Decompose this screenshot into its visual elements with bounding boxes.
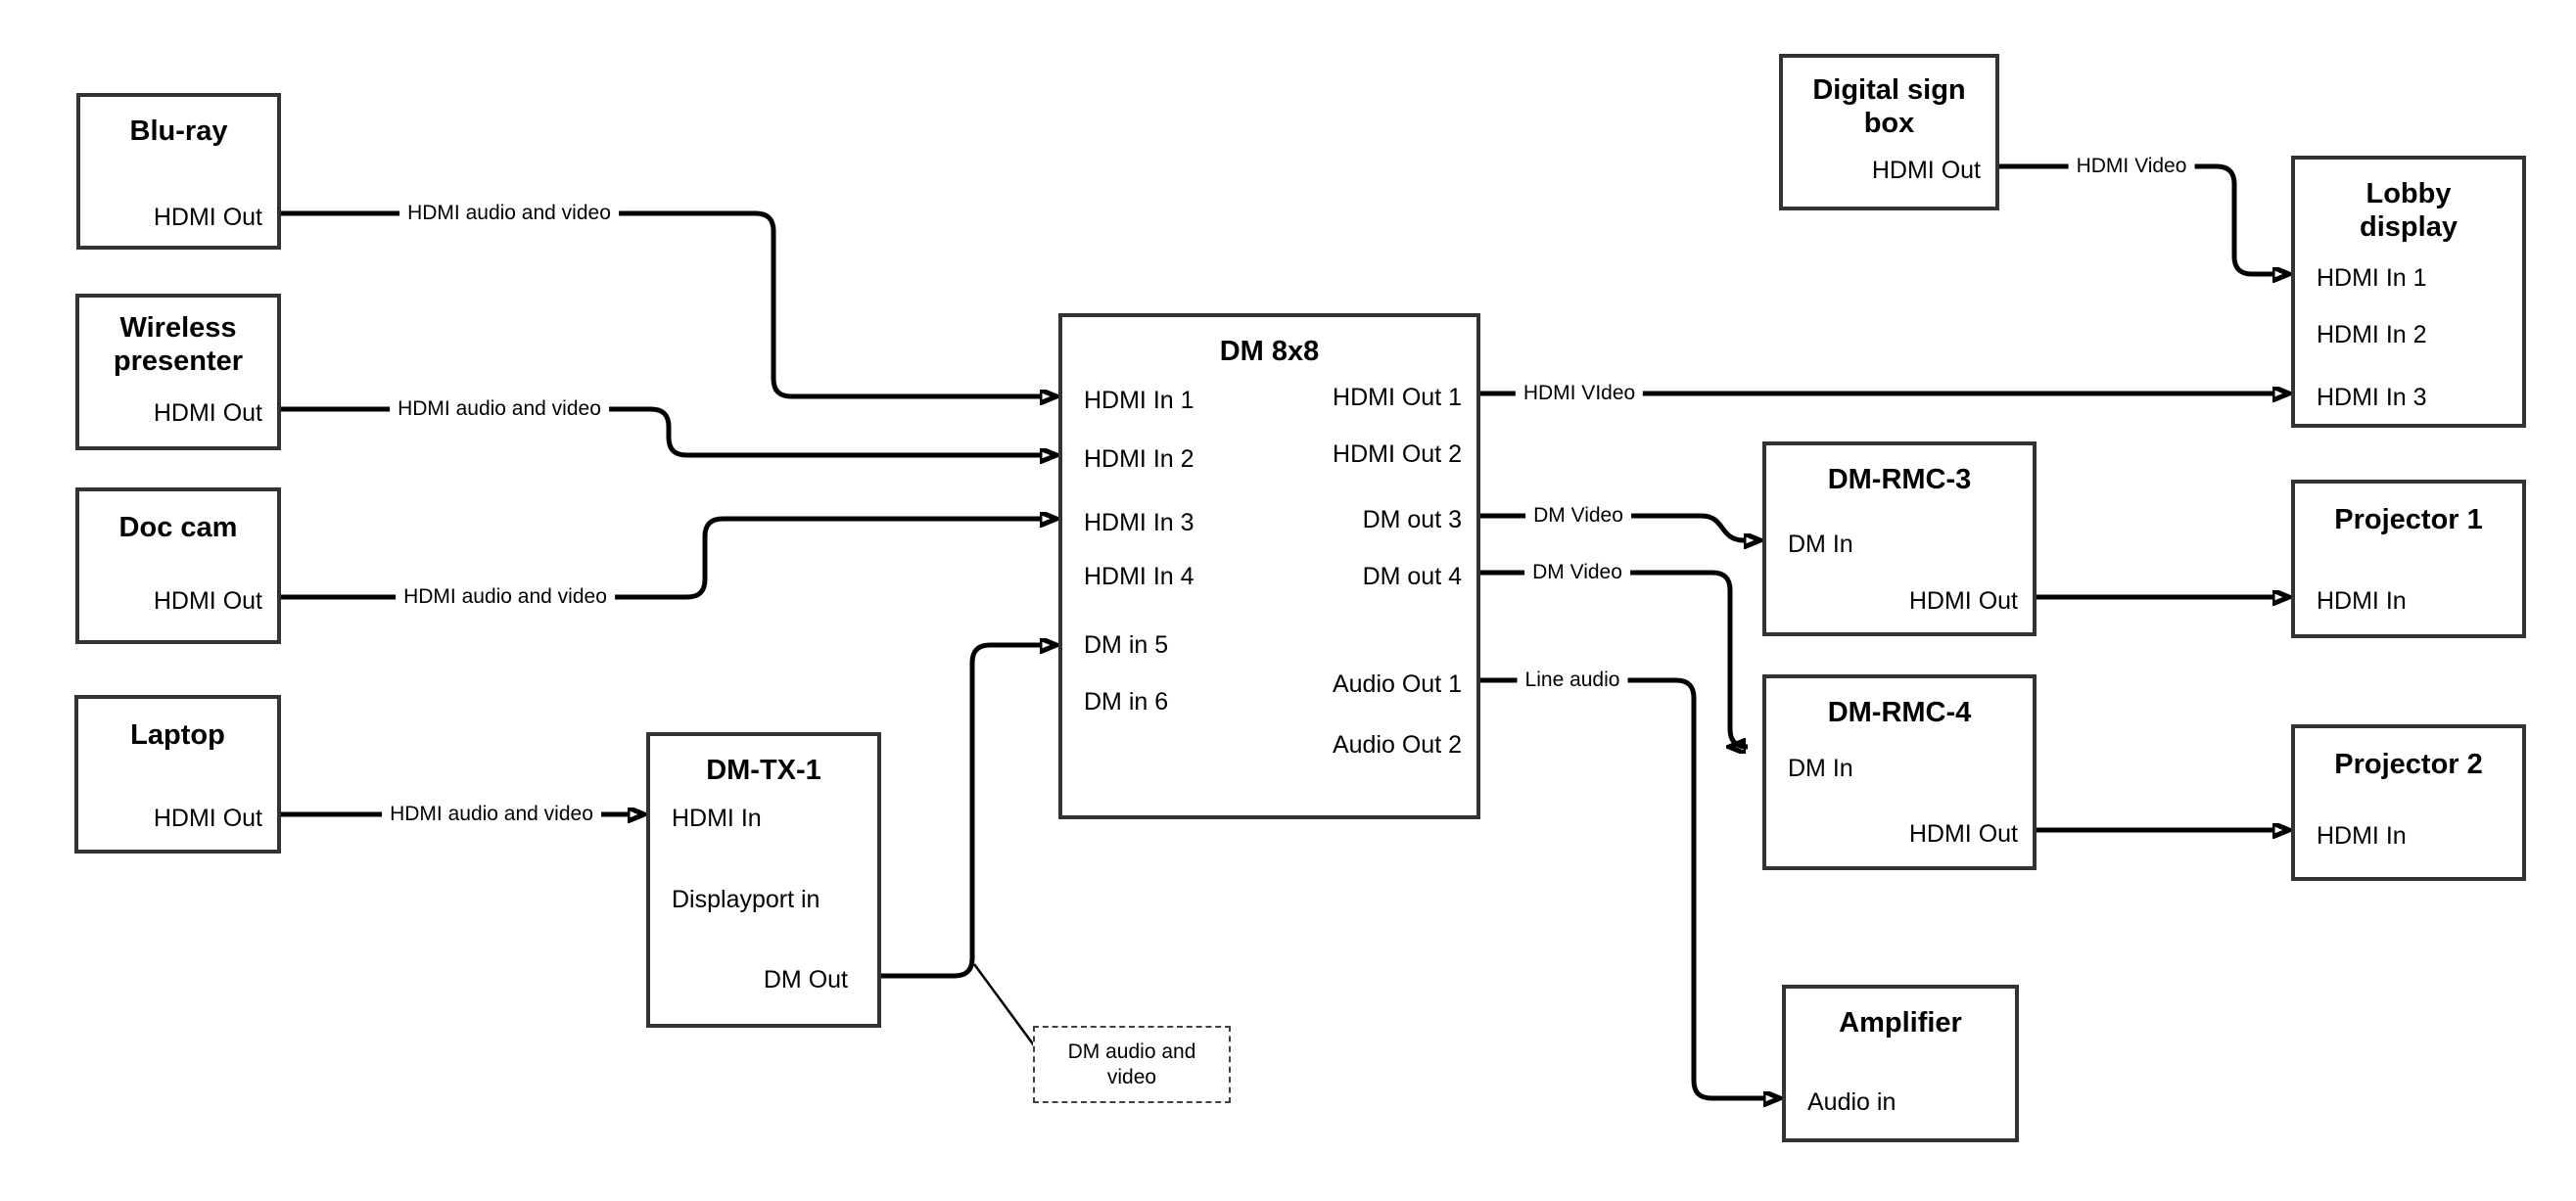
callout-dm-audio-and-video: DM audio and video bbox=[1033, 1026, 1231, 1103]
edge-label-hdmi-audio-video-wireless: HDMI audio and video bbox=[390, 396, 609, 422]
port-hdmi-in-2: HDMI In 2 bbox=[1084, 445, 1194, 473]
port-dm-in-6: DM in 6 bbox=[1084, 688, 1169, 716]
node-title: Digital sign box bbox=[1812, 74, 1966, 139]
edge-digitalsign-to-lobby-in1 bbox=[1999, 163, 2272, 274]
edge-label-hdmi-audio-video-bluray: HDMI audio and video bbox=[399, 201, 619, 226]
node-dm-8x8: DM 8x8 HDMI In 1 HDMI In 2 HDMI In 3 HDM… bbox=[1058, 313, 1480, 819]
port-hdmi-in-1: HDMI In 1 bbox=[1084, 387, 1194, 414]
node-amplifier: Amplifier Audio in bbox=[1782, 985, 2019, 1142]
port-hdmi-in-4: HDMI In 4 bbox=[1084, 563, 1194, 590]
node-dm-rmc-4: DM-RMC-4 DM In HDMI Out bbox=[1762, 674, 2037, 870]
callout-text: DM audio and video bbox=[1067, 1039, 1196, 1088]
node-title: Laptop bbox=[130, 719, 225, 751]
node-title: DM-RMC-4 bbox=[1827, 697, 1972, 728]
edge-label-hdmi-video-digitalsign: HDMI Video bbox=[2068, 154, 2195, 179]
node-digital-sign-box: Digital sign box HDMI Out bbox=[1779, 54, 1999, 210]
node-title: DM-RMC-3 bbox=[1827, 464, 1972, 495]
port-hdmi-out-2: HDMI Out 2 bbox=[1333, 440, 1462, 468]
port-hdmi-in-3: HDMI In 3 bbox=[2317, 384, 2427, 411]
port-dm-in: DM In bbox=[1788, 755, 1853, 782]
edge-dm8x8-out3-to-dmrmc3 bbox=[1480, 513, 1744, 540]
node-wireless-presenter: Wireless presenter HDMI Out bbox=[75, 294, 281, 450]
node-title: Lobby display bbox=[2360, 178, 2458, 243]
node-dm-tx-1: DM-TX-1 HDMI In Displayport in DM Out bbox=[646, 732, 881, 1028]
node-title: DM-TX-1 bbox=[706, 755, 821, 786]
edge-label-dm-video-out3: DM Video bbox=[1525, 503, 1631, 529]
port-audio-out-2: Audio Out 2 bbox=[1332, 731, 1462, 759]
edge-dmtx1-to-dm8x8-in5 bbox=[881, 645, 1040, 979]
node-blu-ray: Blu-ray HDMI Out bbox=[76, 93, 281, 250]
port-hdmi-in: HDMI In bbox=[2317, 587, 2407, 615]
port-hdmi-in-3: HDMI In 3 bbox=[1084, 509, 1194, 536]
edge-label-line-audio: Line audio bbox=[1517, 668, 1628, 693]
node-title: Projector 2 bbox=[2334, 749, 2483, 780]
port-hdmi-out: HDMI Out bbox=[153, 805, 262, 832]
port-dm-out-3: DM out 3 bbox=[1362, 506, 1462, 533]
port-hdmi-out: HDMI Out bbox=[1908, 820, 2018, 848]
node-title: Blu-ray bbox=[129, 115, 228, 147]
port-hdmi-out-1: HDMI Out 1 bbox=[1333, 384, 1462, 411]
port-hdmi-out: HDMI Out bbox=[1871, 157, 1981, 184]
node-doc-cam: Doc cam HDMI Out bbox=[75, 487, 281, 644]
node-lobby-display: Lobby display HDMI In 1 HDMI In 2 HDMI I… bbox=[2291, 156, 2526, 428]
port-dm-in: DM In bbox=[1788, 531, 1853, 558]
port-hdmi-in-1: HDMI In 1 bbox=[2317, 264, 2427, 292]
node-projector-1: Projector 1 HDMI In bbox=[2291, 480, 2526, 638]
port-dm-out-4: DM out 4 bbox=[1362, 563, 1462, 590]
edge-dm8x8-audio1-to-amplifier bbox=[1480, 677, 1763, 1098]
edge-label-hdmi-audio-video-laptop: HDMI audio and video bbox=[382, 802, 601, 827]
port-hdmi-in: HDMI In bbox=[2317, 822, 2407, 850]
port-displayport-in: Displayport in bbox=[672, 886, 820, 913]
edge-label-hdmi-audio-video-doccam: HDMI audio and video bbox=[396, 584, 615, 610]
port-hdmi-in: HDMI In bbox=[672, 805, 762, 832]
port-hdmi-in-2: HDMI In 2 bbox=[2317, 321, 2427, 348]
port-audio-in: Audio in bbox=[1807, 1088, 1897, 1116]
node-dm-rmc-3: DM-RMC-3 DM In HDMI Out bbox=[1762, 441, 2037, 636]
node-title: DM 8x8 bbox=[1219, 336, 1320, 367]
node-laptop: Laptop HDMI Out bbox=[74, 695, 281, 854]
callout-leader-line bbox=[972, 963, 1036, 1046]
port-dm-out: DM Out bbox=[763, 966, 848, 993]
port-audio-out-1: Audio Out 1 bbox=[1332, 670, 1462, 698]
edge-label-hdmi-video-out1: HDMI VIdeo bbox=[1515, 381, 1644, 406]
edge-wireless-to-dm8x8-in2 bbox=[281, 406, 1040, 455]
edge-label-dm-video-out4: DM Video bbox=[1524, 560, 1630, 585]
node-title: Amplifier bbox=[1839, 1007, 1962, 1039]
port-hdmi-out: HDMI Out bbox=[153, 399, 262, 427]
edge-doccam-to-dm8x8-in3 bbox=[281, 519, 1040, 600]
edge-dm8x8-out4-to-dmrmc4 bbox=[1480, 570, 1749, 747]
port-hdmi-out: HDMI Out bbox=[153, 204, 262, 231]
edge-bluray-to-dm8x8-in1 bbox=[281, 210, 1040, 396]
node-title: Projector 1 bbox=[2334, 504, 2483, 535]
node-title: Wireless presenter bbox=[113, 312, 244, 377]
port-hdmi-out: HDMI Out bbox=[1908, 587, 2018, 615]
port-dm-in-5: DM in 5 bbox=[1084, 631, 1169, 659]
port-hdmi-out: HDMI Out bbox=[153, 587, 262, 615]
node-title: Doc cam bbox=[118, 512, 238, 543]
node-projector-2: Projector 2 HDMI In bbox=[2291, 724, 2526, 881]
